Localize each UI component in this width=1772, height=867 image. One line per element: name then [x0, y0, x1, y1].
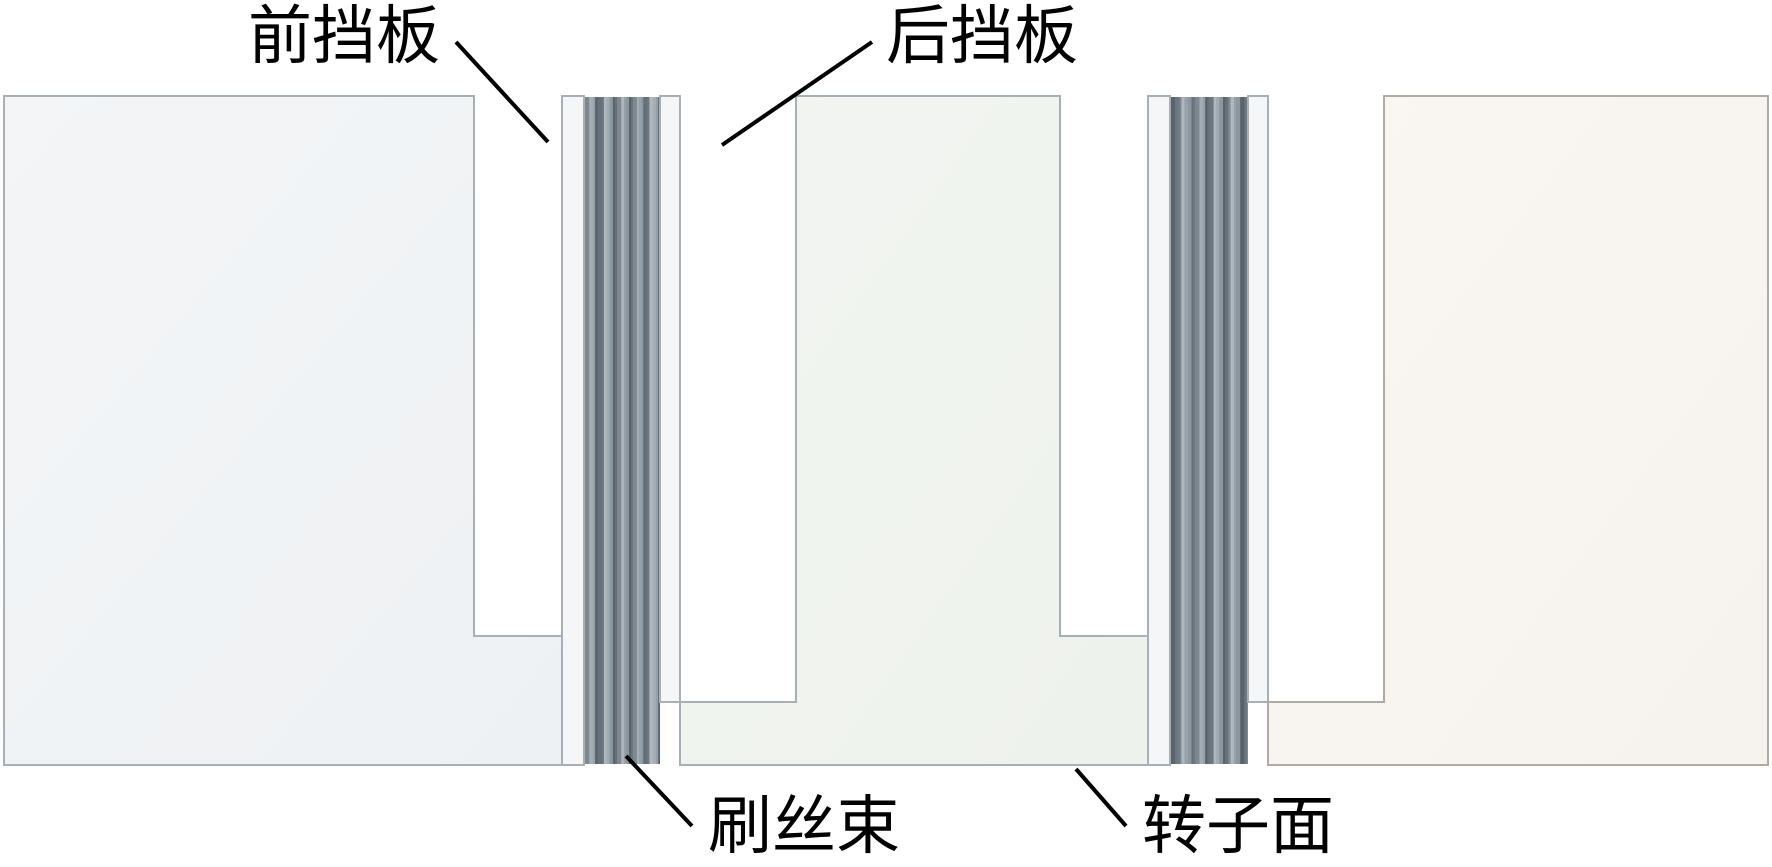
bristle-strand	[1179, 97, 1182, 764]
bristle-strand	[656, 97, 659, 764]
bristle-strand	[1203, 97, 1206, 764]
bristle-strand	[1223, 97, 1226, 764]
rear-baffle-plate-left	[659, 95, 681, 703]
leader-line-front-baffle	[454, 40, 550, 144]
bristle-strand	[1199, 97, 1204, 764]
bristle-strand	[1209, 97, 1214, 764]
bristle-strand	[589, 97, 594, 764]
bristle-strand	[593, 97, 596, 764]
bristle-strand	[1216, 97, 1220, 764]
label-front-baffle: 前挡板	[248, 0, 440, 74]
bristle-strand	[653, 97, 657, 764]
label-bristle-pack: 刷丝束	[708, 790, 900, 864]
bristle-strand	[1207, 97, 1210, 764]
bristle-strand	[623, 97, 627, 764]
brush-seal-left	[561, 95, 681, 766]
bristle-strand	[1213, 97, 1217, 764]
bristle-strand	[636, 97, 640, 764]
bristle-strand	[603, 97, 607, 764]
bristle-strand	[631, 97, 634, 764]
bristle-strand	[609, 97, 613, 764]
bristle-strand	[639, 97, 642, 764]
label-rotor-surface: 转子面	[1142, 790, 1334, 864]
bristle-strand	[1240, 97, 1245, 764]
bristle-strand	[1181, 97, 1185, 764]
bristle-strand	[641, 97, 644, 764]
bristle-strand	[1236, 97, 1241, 764]
front-baffle-plate-left	[561, 95, 585, 766]
bristle-strand	[616, 97, 622, 764]
rear-baffle-plate-right	[1247, 95, 1269, 703]
bristle-strand	[1195, 97, 1200, 764]
bristle-strand	[1228, 97, 1231, 764]
bristle-strand	[585, 97, 590, 764]
front-baffle-plate-right	[1147, 95, 1171, 766]
bristle-strand	[602, 97, 604, 764]
bristle-strand	[1175, 97, 1180, 764]
bristle-strand	[1230, 97, 1235, 764]
bristle-strand	[633, 97, 637, 764]
label-rear-baffle: 后挡板	[886, 0, 1078, 74]
bristle-strand	[1225, 97, 1229, 764]
bristle-strand	[615, 97, 617, 764]
bristle-strand	[595, 97, 598, 764]
bristle-strand	[1187, 97, 1192, 764]
bristle-strand	[1191, 97, 1194, 764]
bristle-strand	[621, 97, 624, 764]
brush-seal-right	[1147, 95, 1269, 766]
stator-block-left	[3, 95, 563, 766]
bristle-strand	[1244, 97, 1247, 764]
bristle-strand	[612, 97, 616, 764]
bristle-strand	[647, 97, 650, 764]
bristle-strand	[1171, 97, 1176, 764]
bristle-strand	[606, 97, 610, 764]
bristle-strand	[1234, 97, 1237, 764]
bristle-strand	[1205, 97, 1208, 764]
stator-block-right	[1267, 95, 1769, 766]
bristle-strand	[629, 97, 632, 764]
bristle-strand	[643, 97, 648, 764]
leader-line-rear-baffle	[720, 40, 874, 147]
stator-block-middle	[679, 95, 1149, 766]
bristle-strand	[597, 97, 603, 764]
bristle-strand	[626, 97, 630, 764]
leader-line-rotor-surface	[1074, 767, 1128, 828]
bristle-strand	[649, 97, 654, 764]
bristle-strand	[1193, 97, 1196, 764]
bristle-pack-left	[585, 97, 660, 764]
leader-line-bristle-pack	[624, 754, 694, 828]
bristle-strand	[1219, 97, 1224, 764]
bristle-pack-right	[1171, 97, 1248, 764]
bristle-strand	[1184, 97, 1188, 764]
